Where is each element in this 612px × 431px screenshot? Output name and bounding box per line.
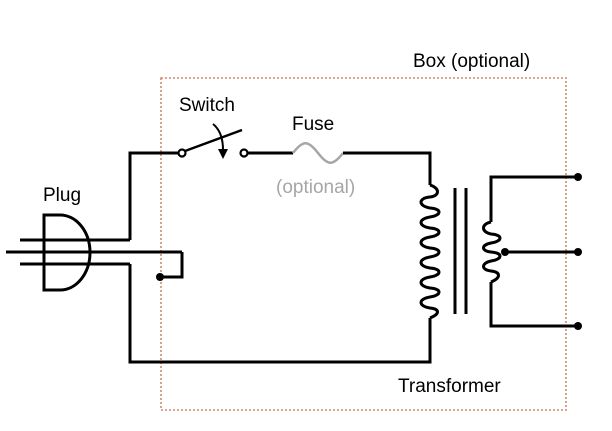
hot-wire xyxy=(128,151,182,240)
fuse-icon xyxy=(292,142,344,164)
output-terminal-top xyxy=(574,173,582,181)
secondary-top-wire xyxy=(489,175,578,222)
ground-junction-dot xyxy=(156,273,164,281)
plug-icon xyxy=(6,213,182,292)
secondary-coil-icon xyxy=(482,220,502,284)
plug-label: Plug xyxy=(43,185,81,206)
output-terminal-center xyxy=(574,248,582,256)
ground-wire xyxy=(160,252,184,279)
switch-label: Switch xyxy=(179,95,235,116)
fuse-label: Fuse xyxy=(292,114,334,135)
output-terminal-bottom xyxy=(574,322,582,330)
transformer-label: Transformer xyxy=(398,376,501,397)
neutral-wire xyxy=(128,264,432,364)
center-tap-dot xyxy=(501,248,509,256)
secondary-bottom-wire xyxy=(489,282,578,328)
switch-icon xyxy=(177,123,249,159)
fuse-optional-label: (optional) xyxy=(276,177,355,198)
box-label: Box (optional) xyxy=(413,51,530,72)
primary-coil-icon xyxy=(419,183,441,320)
fuse-transformer-wire xyxy=(343,151,432,185)
enclosure-box xyxy=(160,77,567,411)
